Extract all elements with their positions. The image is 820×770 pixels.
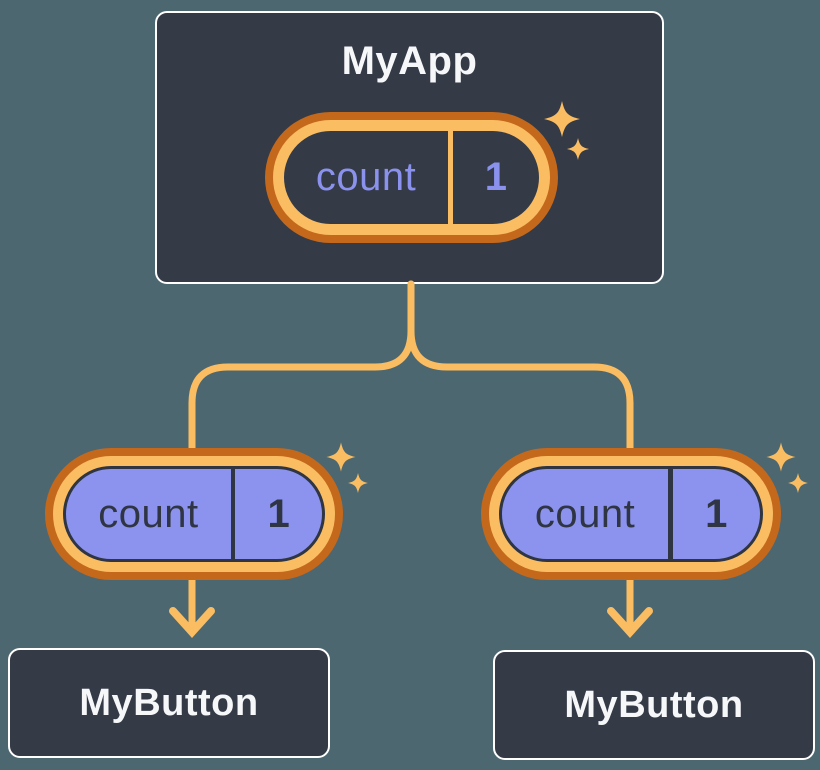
child-component-box: MyButton — [8, 648, 330, 758]
arrow-down-icon — [169, 572, 215, 638]
pill-divider — [230, 469, 236, 559]
prop-label: count — [534, 491, 636, 536]
prop-label: count — [98, 491, 199, 536]
sparkles-icon — [766, 442, 808, 493]
root-component-title: MyApp — [341, 39, 478, 83]
child-component-title: MyButton — [79, 681, 259, 724]
prop-value: 1 — [267, 491, 290, 536]
prop-value: 1 — [705, 491, 728, 536]
tree-connector-left-branch — [188, 280, 415, 466]
sparkles-icon — [326, 442, 368, 493]
prop-pill: count 1 — [45, 448, 343, 580]
prop-pill-ring: count 1 — [53, 456, 335, 572]
state-label: count — [315, 155, 417, 199]
arrow-down-icon — [607, 572, 653, 638]
child-component-box: MyButton — [493, 650, 815, 760]
prop-pill-ring: count 1 — [489, 456, 773, 572]
child-component-title: MyButton — [564, 683, 744, 726]
state-pill-ring: count 1 — [273, 120, 550, 235]
state-pill: count 1 — [265, 112, 558, 243]
state-value: 1 — [484, 155, 507, 199]
sparkles-icon — [544, 101, 589, 160]
prop-pill: count 1 — [481, 448, 781, 580]
pill-divider — [448, 131, 453, 224]
tree-connector-right-branch — [407, 280, 634, 466]
pill-divider — [668, 469, 673, 559]
